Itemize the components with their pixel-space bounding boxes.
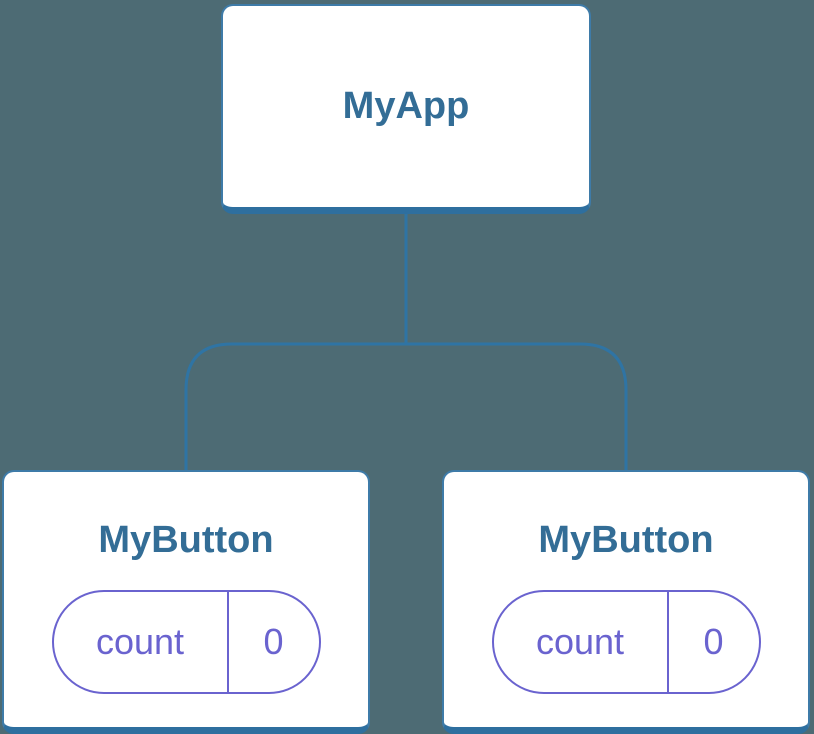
branch-line: [184, 342, 628, 471]
state-value: 0: [226, 591, 319, 692]
state-pill-left: count 0: [51, 589, 321, 694]
state-key-label: count: [535, 620, 625, 662]
node-mybutton-right: MyButton count 0: [442, 470, 810, 734]
node-mybutton-left-label: MyButton: [98, 519, 274, 561]
state-key-label: count: [95, 620, 185, 662]
state-value: 0: [666, 591, 759, 692]
node-myapp: MyApp: [221, 4, 591, 214]
node-myapp-label: MyApp: [342, 84, 470, 127]
state-pill-right: count 0: [491, 589, 761, 694]
node-mybutton-left: MyButton count 0: [2, 470, 370, 734]
node-mybutton-right-label: MyButton: [538, 519, 714, 561]
